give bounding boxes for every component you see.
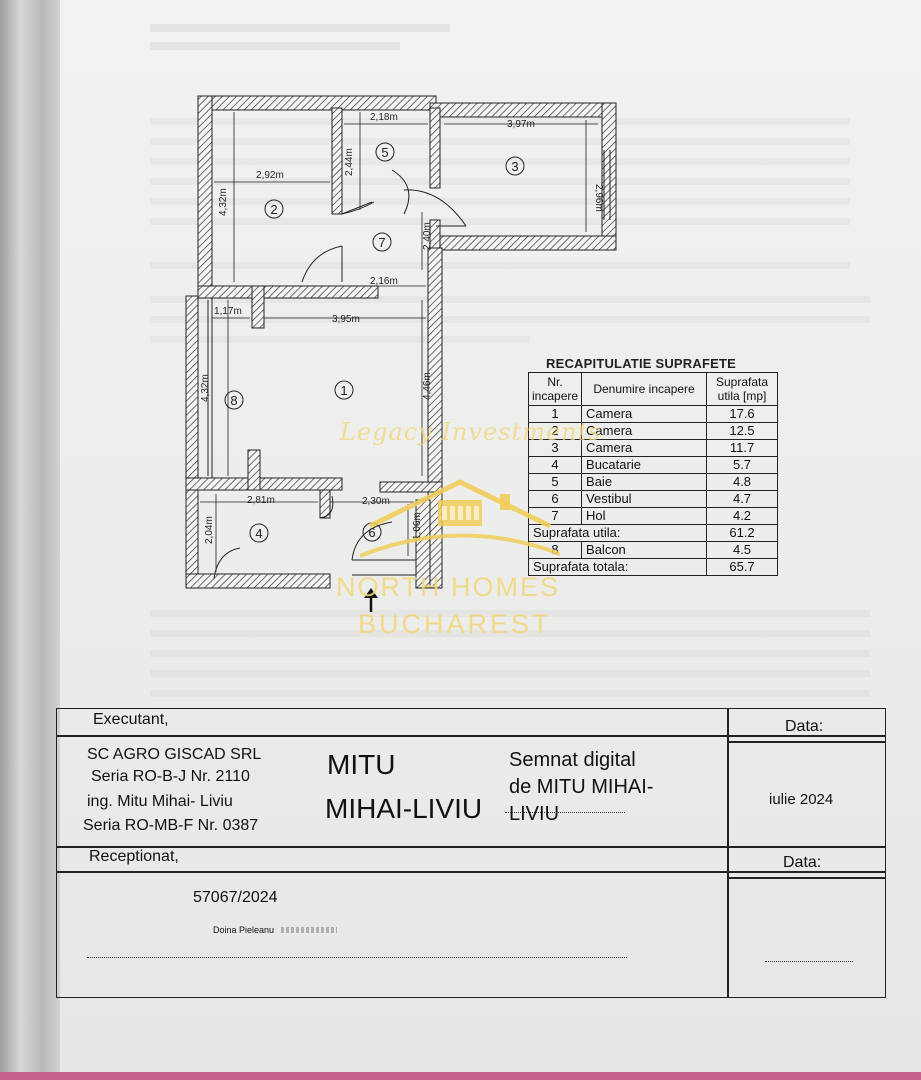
pink-strip: [0, 1072, 921, 1080]
row-area: 4.2: [706, 507, 778, 525]
dim-label: 2,30m: [362, 496, 390, 507]
dim-label: 3,95m: [332, 314, 360, 325]
table-row: 2 Camera 12.5: [527, 422, 778, 440]
entrance-arrow-icon: [364, 588, 378, 612]
useful-area-label: Suprafata utila:: [527, 524, 708, 542]
table-row: 7 Hol 4.2: [527, 507, 778, 525]
total-area-label: Suprafata totala:: [527, 558, 708, 576]
dim-label: 2,44m: [344, 148, 355, 176]
row-name: Hol: [581, 507, 708, 525]
executant-label: Executant,: [93, 711, 169, 728]
dim-label: 2,92m: [256, 170, 284, 181]
watermark-line1: NORTH HOMES: [336, 572, 561, 602]
dim-label: 4,32m: [218, 188, 229, 216]
total-area-value: 65.7: [706, 558, 778, 576]
row-name: Bucatarie: [581, 456, 708, 474]
header-area: Suprafata utila [mp]: [706, 372, 778, 406]
signature-digital-line3: LIVIU: [509, 803, 560, 825]
table-row: 5 Baie 4.8: [527, 473, 778, 491]
row-nr: 4: [527, 456, 583, 474]
dim-label: 2,04m: [204, 516, 215, 544]
house-logo-icon: [360, 479, 560, 558]
row-name: Vestibul: [581, 490, 708, 508]
company-name: SC AGRO GISCAD SRL: [87, 746, 262, 763]
dim-label: 1,17m: [214, 306, 242, 317]
table-row: 6 Vestibul 4.7: [527, 490, 778, 508]
row-area: 17.6: [706, 405, 778, 423]
engineer-name: ing. Mitu Mihai- Liviu: [87, 793, 233, 810]
dim-label: 2,16m: [370, 276, 398, 287]
room-number: 4: [255, 526, 262, 541]
row-area: 5.7: [706, 456, 778, 474]
dimension-lines: [200, 112, 598, 572]
row-name: Balcon: [581, 541, 708, 559]
dim-label: 4,32m: [200, 374, 211, 402]
dim-label: 2,18m: [370, 112, 398, 123]
signature-digital-line2: de MITU MIHAI-: [509, 776, 654, 798]
receptionat-label: Receptionat,: [89, 848, 179, 865]
header-name: Denumire incapere: [581, 372, 708, 406]
room-number: 7: [378, 235, 385, 250]
watermark-line2: BUCHAREST: [358, 609, 552, 639]
room-numbers: 1 2 3 4 5 6 7 8: [230, 145, 518, 541]
row-area: 12.5: [706, 422, 778, 440]
row-area: 4.7: [706, 490, 778, 508]
balcony-row: 8 Balcon 4.5: [527, 541, 778, 559]
recap-header-row: Nr. incapere Denumire incapere Suprafata…: [527, 372, 778, 406]
row-name: Baie: [581, 473, 708, 491]
dim-label: 3,97m: [507, 119, 535, 130]
interior-lines: [207, 150, 611, 579]
row-area: 4.5: [706, 541, 778, 559]
receiver-signature-stamp: [281, 927, 337, 933]
dotted-line: [87, 957, 627, 958]
signature-name-line2: MIHAI-LIVIU: [325, 793, 483, 824]
data-label-2: Data:: [783, 854, 822, 871]
useful-area-value: 61.2: [706, 524, 778, 542]
row-area: 4.8: [706, 473, 778, 491]
room-number: 5: [381, 145, 388, 160]
room-markers: [224, 142, 525, 543]
dim-label: 2,96m: [593, 184, 604, 212]
dim-label: 2,81m: [247, 495, 275, 506]
recap-table: Nr. incapere Denumire incapere Suprafata…: [527, 372, 778, 576]
useful-area-row: Suprafata utila: 61.2: [527, 524, 778, 542]
data-label: Data:: [785, 718, 824, 735]
row-area: 11.7: [706, 439, 778, 457]
dimension-labels: 2,18m 3,97m 2,92m 4,32m 2,44m 2,96m 2,40…: [200, 112, 604, 544]
room-number: 2: [270, 202, 277, 217]
room-number: 3: [511, 159, 518, 174]
room-number: 8: [230, 393, 237, 408]
binder-edge: [0, 0, 70, 1080]
signature-name-line1: MITU: [327, 749, 396, 780]
dim-label: 1,06m: [412, 512, 423, 540]
registration-number: 57067/2024: [193, 889, 278, 906]
series-2: Seria RO-MB-F Nr. 0387: [83, 817, 259, 834]
date-value: iulie 2024: [769, 791, 834, 808]
recap-title: RECAPITULATIE SUPRAFETE: [546, 356, 736, 371]
floor-plan: 2,18m 3,97m 2,92m 4,32m 2,44m 2,96m 2,40…: [185, 95, 617, 612]
walls: [185, 95, 617, 589]
total-area-row: Suprafata totala: 65.7: [527, 558, 778, 576]
room-number: 6: [368, 525, 375, 540]
title-block: Executant, SC AGRO GISCAD SRL Seria RO-B…: [56, 708, 886, 998]
dotted-line: [765, 961, 853, 962]
room-number: 1: [340, 383, 347, 398]
series-1: Seria RO-B-J Nr. 2110: [91, 768, 250, 785]
table-row: 4 Bucatarie 5.7: [527, 456, 778, 474]
dim-label: 2,40m: [422, 222, 433, 250]
table-row: 1 Camera 17.6: [527, 405, 778, 423]
receiver-name: Doina Pieleanu: [213, 925, 275, 935]
header-nr: Nr. incapere: [527, 372, 583, 406]
watermark-script: Legacy Investments: [340, 418, 602, 446]
signature-digital-line1: Semnat digital: [509, 749, 636, 771]
dim-label: 4,46m: [422, 372, 433, 400]
